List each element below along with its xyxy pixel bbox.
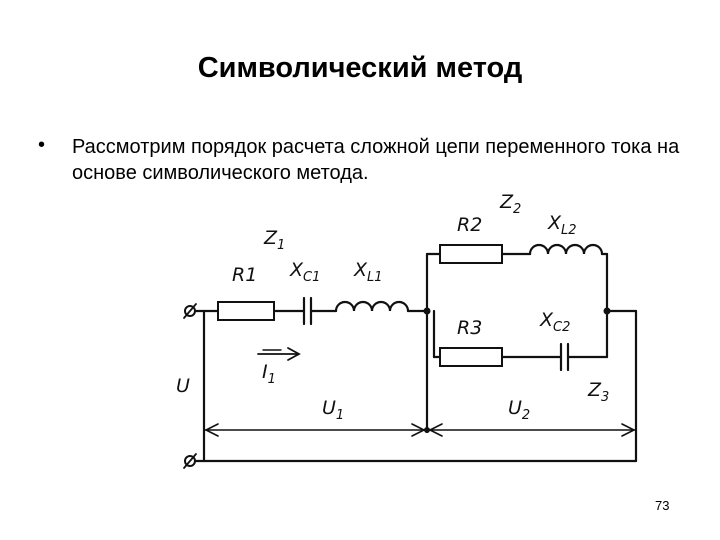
input-terminal-bottom <box>184 455 196 467</box>
label-z2: Z2 <box>499 191 521 217</box>
label-xc2: XC2 <box>539 309 570 335</box>
input-terminal-top-slash <box>183 303 197 319</box>
label-xl2: XL2 <box>547 212 577 238</box>
inductor-l2 <box>528 243 604 256</box>
label-z1: Z1 <box>263 227 285 253</box>
page-number: 73 <box>655 498 670 513</box>
input-terminal-top <box>184 305 196 317</box>
slide-title: Символический метод <box>197 52 523 84</box>
label-i1: I1 <box>262 361 276 387</box>
label-r1: R1 <box>232 264 257 286</box>
junction-node-bottom <box>424 427 430 433</box>
arrow-u2-right <box>621 423 636 437</box>
label-xl1: XL1 <box>353 259 383 285</box>
resistor-r2 <box>439 244 503 264</box>
resistor-r3 <box>439 347 503 367</box>
input-terminal-bottom-slash <box>183 453 197 469</box>
label-u2: U2 <box>508 397 530 423</box>
label-xc1: XC1 <box>289 259 320 285</box>
junction-node-right <box>603 307 611 315</box>
arrow-u1-left <box>204 423 219 437</box>
junction-node-left <box>423 307 431 315</box>
bullet-marker: • <box>38 134 46 156</box>
label-z3: Z3 <box>587 379 609 405</box>
label-r3: R3 <box>457 317 482 339</box>
current-arrow-head <box>287 347 301 361</box>
label-r2: R2 <box>457 214 482 236</box>
resistor-r1 <box>217 301 275 321</box>
inductor-l1 <box>334 300 410 313</box>
label-u: U <box>176 375 190 397</box>
bullet-text: Рассмотрим порядок расчета сложной цепи … <box>72 136 680 184</box>
label-u1: U1 <box>322 397 344 423</box>
